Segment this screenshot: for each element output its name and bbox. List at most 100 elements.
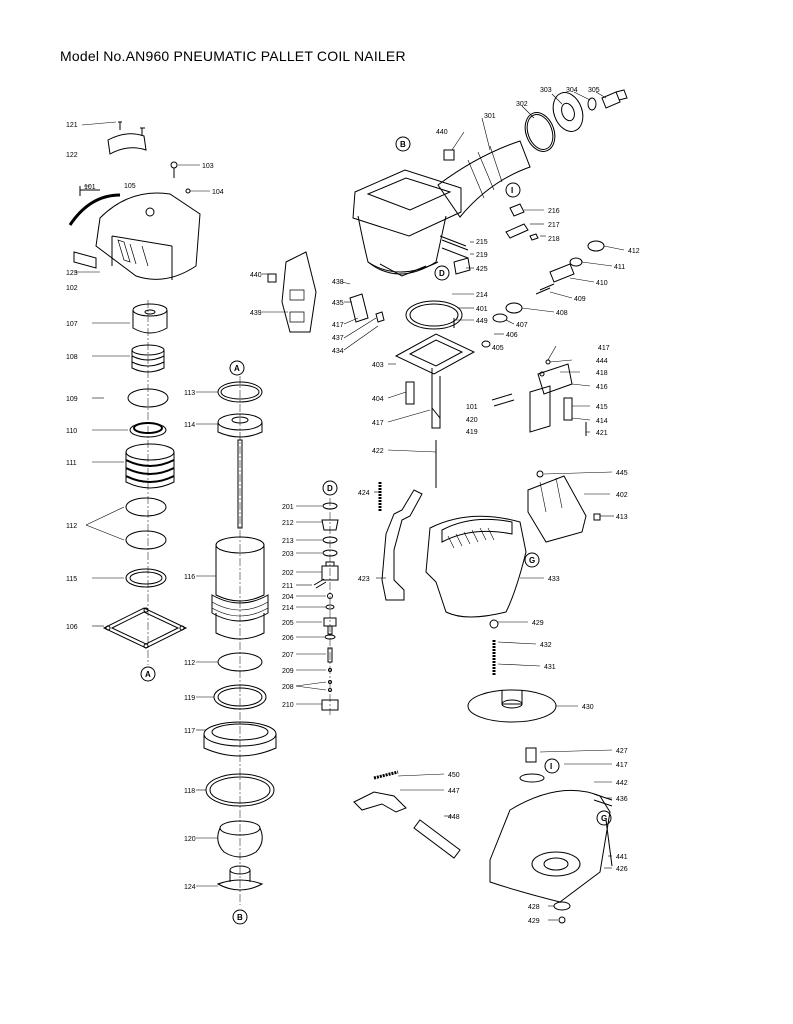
part-label: 118 bbox=[184, 788, 195, 795]
part-label: 421 bbox=[596, 430, 608, 437]
part-label: 440 bbox=[436, 129, 448, 136]
part-label: 211 bbox=[282, 583, 293, 590]
part-label: 429 bbox=[532, 620, 544, 627]
page-title: Model No.AN960 PNEUMATIC PALLET COIL NAI… bbox=[60, 48, 406, 64]
part-label: 214 bbox=[282, 605, 294, 612]
part-label: 121 bbox=[66, 122, 78, 129]
part-label: 122 bbox=[66, 152, 78, 159]
part-label: 420 bbox=[466, 417, 478, 424]
part-label: 115 bbox=[66, 576, 77, 583]
part-label: 219 bbox=[476, 252, 488, 259]
part-label: 434 bbox=[332, 348, 344, 355]
part-label: 108 bbox=[66, 354, 78, 361]
part-label: 408 bbox=[556, 310, 568, 317]
part-label: 425 bbox=[476, 266, 488, 273]
part-label: 202 bbox=[282, 570, 294, 577]
part-label: 438 bbox=[332, 279, 344, 286]
part-label: 303 bbox=[540, 87, 552, 94]
ref-a-bottom: A bbox=[145, 670, 151, 679]
part-label: 305 bbox=[588, 87, 600, 94]
part-label: 119 bbox=[184, 695, 195, 702]
part-label: 401 bbox=[476, 306, 488, 313]
bracket-439 bbox=[267, 251, 385, 333]
part-label: 207 bbox=[282, 652, 294, 659]
part-label: 402 bbox=[616, 492, 628, 499]
part-label: 203 bbox=[282, 551, 294, 558]
part-label: 302 bbox=[516, 101, 528, 108]
part-label: 417 bbox=[372, 420, 384, 427]
part-label: 210 bbox=[282, 702, 294, 709]
part-label: 417 bbox=[598, 345, 610, 352]
part-label: 409 bbox=[574, 296, 586, 303]
part-label: 422 bbox=[372, 448, 384, 455]
part-label: 304 bbox=[566, 87, 578, 94]
part-label: 216 bbox=[548, 208, 560, 215]
part-label: 103 bbox=[202, 163, 214, 170]
part-label: 116 bbox=[184, 574, 195, 581]
piston-cylinder-stack bbox=[196, 376, 277, 905]
ref-g-lower: G bbox=[601, 814, 607, 823]
part-label: 412 bbox=[628, 248, 640, 255]
leader-lines bbox=[262, 91, 625, 921]
part-label: 439 bbox=[250, 310, 262, 317]
part-label: 404 bbox=[372, 396, 384, 403]
part-label: 106 bbox=[66, 624, 78, 631]
part-label: 107 bbox=[66, 321, 78, 328]
part-label: 410 bbox=[596, 280, 608, 287]
part-label: 428 bbox=[528, 904, 540, 911]
ref-a-top: A bbox=[234, 364, 240, 373]
part-label: 417 bbox=[616, 762, 628, 769]
part-label: 416 bbox=[596, 384, 608, 391]
part-label: 206 bbox=[282, 635, 294, 642]
part-label: 424 bbox=[358, 490, 370, 497]
part-label: 109 bbox=[66, 396, 78, 403]
part-label: 110 bbox=[66, 428, 77, 435]
ref-i-lower: I bbox=[550, 762, 552, 771]
part-label: 450 bbox=[448, 772, 460, 779]
left-stack bbox=[85, 300, 188, 665]
part-label: 427 bbox=[616, 748, 628, 755]
part-label: 124 bbox=[184, 884, 196, 891]
part-label: 444 bbox=[596, 358, 608, 365]
part-label: 430 bbox=[582, 704, 594, 711]
part-label: 447 bbox=[448, 788, 460, 795]
part-label: 114 bbox=[184, 422, 195, 429]
part-label: 429 bbox=[528, 918, 540, 925]
part-label: 406 bbox=[506, 332, 518, 339]
part-label: 415 bbox=[596, 404, 608, 411]
magazine-cover-433 bbox=[425, 515, 527, 618]
part-label: 212 bbox=[282, 520, 294, 527]
part-label: 208 bbox=[282, 684, 294, 691]
part-label: 101 bbox=[466, 404, 478, 411]
part-label: 431 bbox=[544, 664, 556, 671]
part-label: 123 bbox=[66, 270, 78, 277]
part-label: 217 bbox=[548, 222, 560, 229]
ref-g-right: G bbox=[529, 556, 535, 565]
magazine-426 bbox=[489, 747, 613, 924]
part-label: 214 bbox=[476, 292, 488, 299]
part-label: 419 bbox=[466, 429, 478, 436]
reference-markers: A A B B D D G G I I bbox=[140, 136, 612, 925]
part-label: 445 bbox=[616, 470, 628, 477]
part-label: 418 bbox=[596, 370, 608, 377]
part-label: 204 bbox=[282, 594, 294, 601]
valve-and-trigger bbox=[394, 240, 605, 488]
part-label: 405 bbox=[492, 345, 504, 352]
valve-stack-200 bbox=[295, 498, 339, 715]
part-label: 111 bbox=[66, 460, 77, 467]
part-label: 448 bbox=[448, 814, 460, 821]
guard-402 bbox=[527, 470, 601, 543]
part-label: 433 bbox=[548, 576, 560, 583]
ref-i-top: I bbox=[511, 186, 513, 195]
ref-d-top: D bbox=[327, 484, 333, 493]
part-label: 112 bbox=[66, 523, 77, 530]
part-label: 417 bbox=[332, 322, 344, 329]
lever-447 bbox=[353, 770, 461, 859]
part-label: 437 bbox=[332, 335, 344, 342]
part-label: 209 bbox=[282, 668, 294, 675]
part-label: 113 bbox=[184, 390, 195, 397]
coil-plate-430 bbox=[467, 619, 557, 723]
part-label: 426 bbox=[616, 866, 628, 873]
ref-b-bottom: B bbox=[237, 913, 243, 922]
